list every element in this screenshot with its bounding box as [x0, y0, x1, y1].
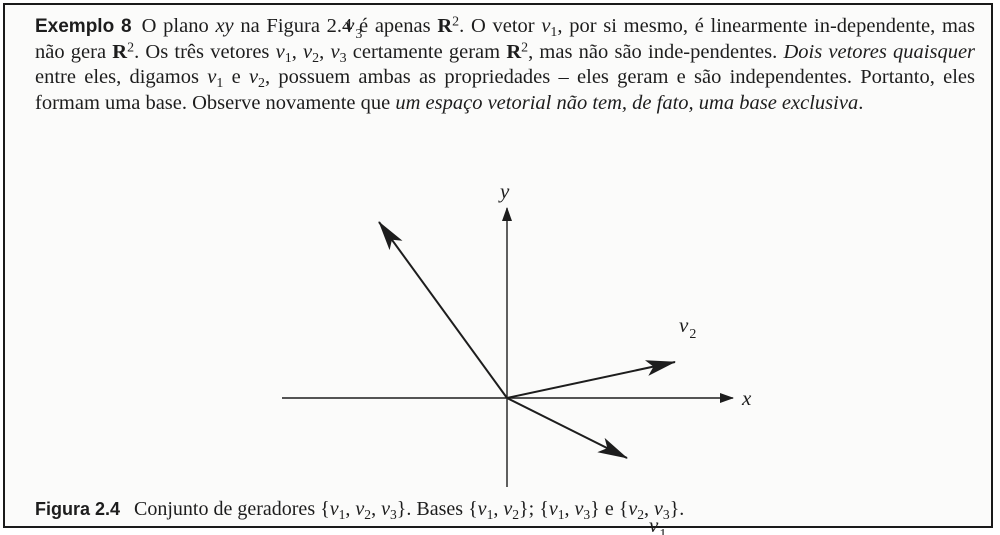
vector-v2-label: v2 — [679, 313, 696, 342]
vector-v3-arrow — [378, 221, 508, 399]
figure-label: Figura 2.4 — [35, 499, 121, 519]
emphasis-text: um espaço vetorial não tem, de fato, uma… — [395, 91, 859, 114]
vector-v1-arrow — [506, 397, 628, 459]
vector-v2-arrow — [506, 360, 676, 399]
vector-v3-label: v3 — [345, 13, 362, 42]
x-axis-label: x — [741, 386, 752, 410]
emphasis-text: Dois vetores quaisquer — [783, 40, 976, 63]
page-frame — [3, 3, 993, 528]
example-label: Exemplo 8 — [35, 16, 132, 37]
y-axis-label: y — [498, 179, 510, 203]
